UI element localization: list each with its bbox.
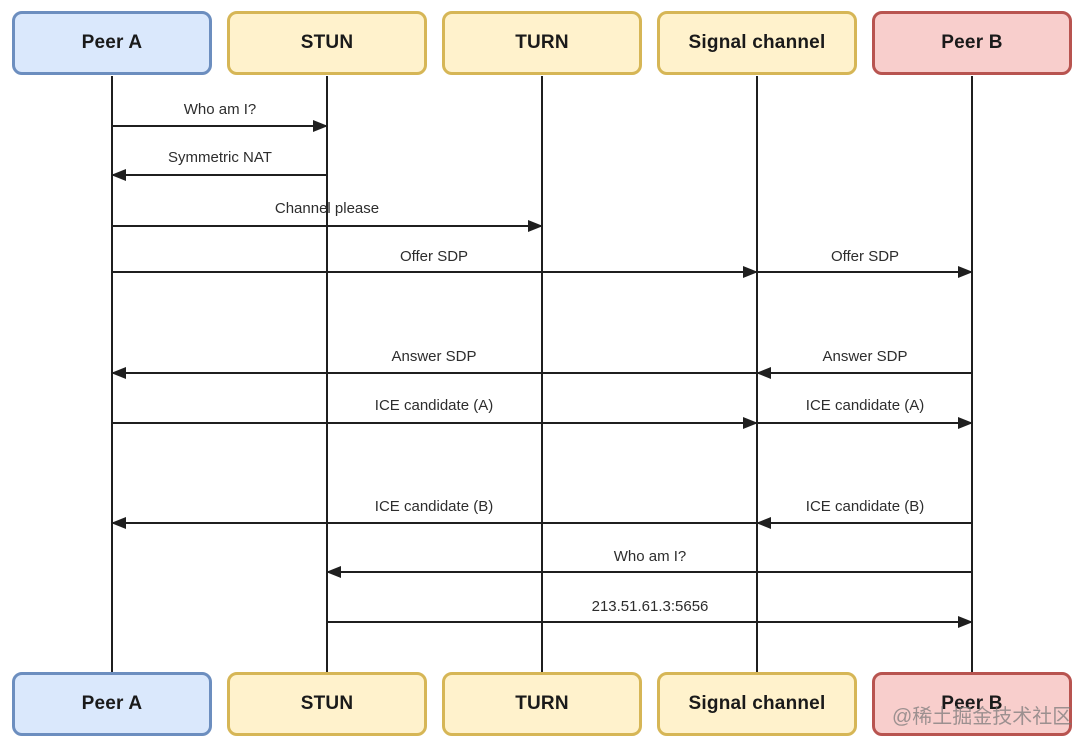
message-label: 213.51.61.3:5656 (591, 598, 709, 615)
message-label: Symmetric NAT (168, 149, 272, 166)
actor-turn-top[interactable]: TURN (442, 11, 642, 75)
arrowhead-right-icon (743, 266, 758, 278)
actor-stun-top[interactable]: STUN (227, 11, 427, 75)
message-label: ICE candidate (B) (374, 498, 494, 515)
actor-label: Peer A (81, 32, 143, 53)
arrowhead-left-icon (756, 517, 771, 529)
arrowhead-right-icon (958, 417, 973, 429)
actor-stun-bottom[interactable]: STUN (227, 672, 427, 736)
message-label: ICE candidate (A) (374, 397, 494, 414)
message-label: Channel please (274, 200, 380, 217)
actor-label: STUN (300, 693, 354, 714)
message-label: Answer SDP (822, 348, 908, 365)
actor-peer-b-bottom[interactable]: Peer B (872, 672, 1072, 736)
arrowhead-right-icon (958, 616, 973, 628)
message-arrow-who-am-i-2 (326, 566, 972, 578)
message-label: Offer SDP (399, 248, 469, 265)
message-arrow-ice-candidate-b-1 (111, 517, 757, 529)
watermark: @稀土掘金技术社区 (892, 706, 1073, 728)
actor-label: TURN (515, 693, 569, 714)
message-arrow-ip-address (327, 616, 973, 628)
arrowhead-left-icon (111, 169, 126, 181)
actor-signal-channel-bottom[interactable]: Signal channel (657, 672, 857, 736)
message-arrow-channel-please (112, 220, 543, 232)
arrowhead-right-icon (743, 417, 758, 429)
actor-label: STUN (300, 32, 354, 53)
message-arrow-offer-sdp-2 (757, 266, 973, 278)
message-label: ICE candidate (A) (805, 397, 925, 414)
actor-peer-a-top[interactable]: Peer A (12, 11, 212, 75)
message-arrow-ice-candidate-a-2 (757, 417, 973, 429)
message-arrow-offer-sdp-1 (112, 266, 758, 278)
arrowhead-right-icon (528, 220, 543, 232)
arrowhead-left-icon (111, 517, 126, 529)
message-arrow-ice-candidate-b-2 (756, 517, 972, 529)
actor-turn-bottom[interactable]: TURN (442, 672, 642, 736)
message-label: Offer SDP (830, 248, 900, 265)
message-arrow-who-am-i-1 (112, 120, 328, 132)
message-arrow-symmetric-nat (111, 169, 327, 181)
arrowhead-left-icon (111, 367, 126, 379)
message-label: Answer SDP (391, 348, 477, 365)
actor-label: Peer A (81, 693, 143, 714)
actor-label: Peer B (941, 32, 1003, 53)
message-label: ICE candidate (B) (805, 498, 925, 515)
actor-label: Signal channel (688, 32, 826, 53)
lifeline-turn (541, 76, 543, 672)
arrowhead-left-icon (326, 566, 341, 578)
message-arrow-answer-sdp-1 (111, 367, 757, 379)
actor-label: Signal channel (688, 693, 826, 714)
actor-signal-channel-top[interactable]: Signal channel (657, 11, 857, 75)
lifeline-stun (326, 76, 328, 672)
arrowhead-right-icon (313, 120, 328, 132)
message-arrow-answer-sdp-2 (756, 367, 972, 379)
actor-peer-a-bottom[interactable]: Peer A (12, 672, 212, 736)
actor-label: TURN (515, 32, 569, 53)
message-arrow-ice-candidate-a-1 (112, 417, 758, 429)
lifeline-peer-b (971, 76, 973, 672)
actor-label: Peer B (941, 693, 1003, 714)
actor-peer-b-top[interactable]: Peer B (872, 11, 1072, 75)
arrowhead-left-icon (756, 367, 771, 379)
arrowhead-right-icon (958, 266, 973, 278)
message-label: Who am I? (613, 548, 687, 565)
message-label: Who am I? (183, 101, 257, 118)
